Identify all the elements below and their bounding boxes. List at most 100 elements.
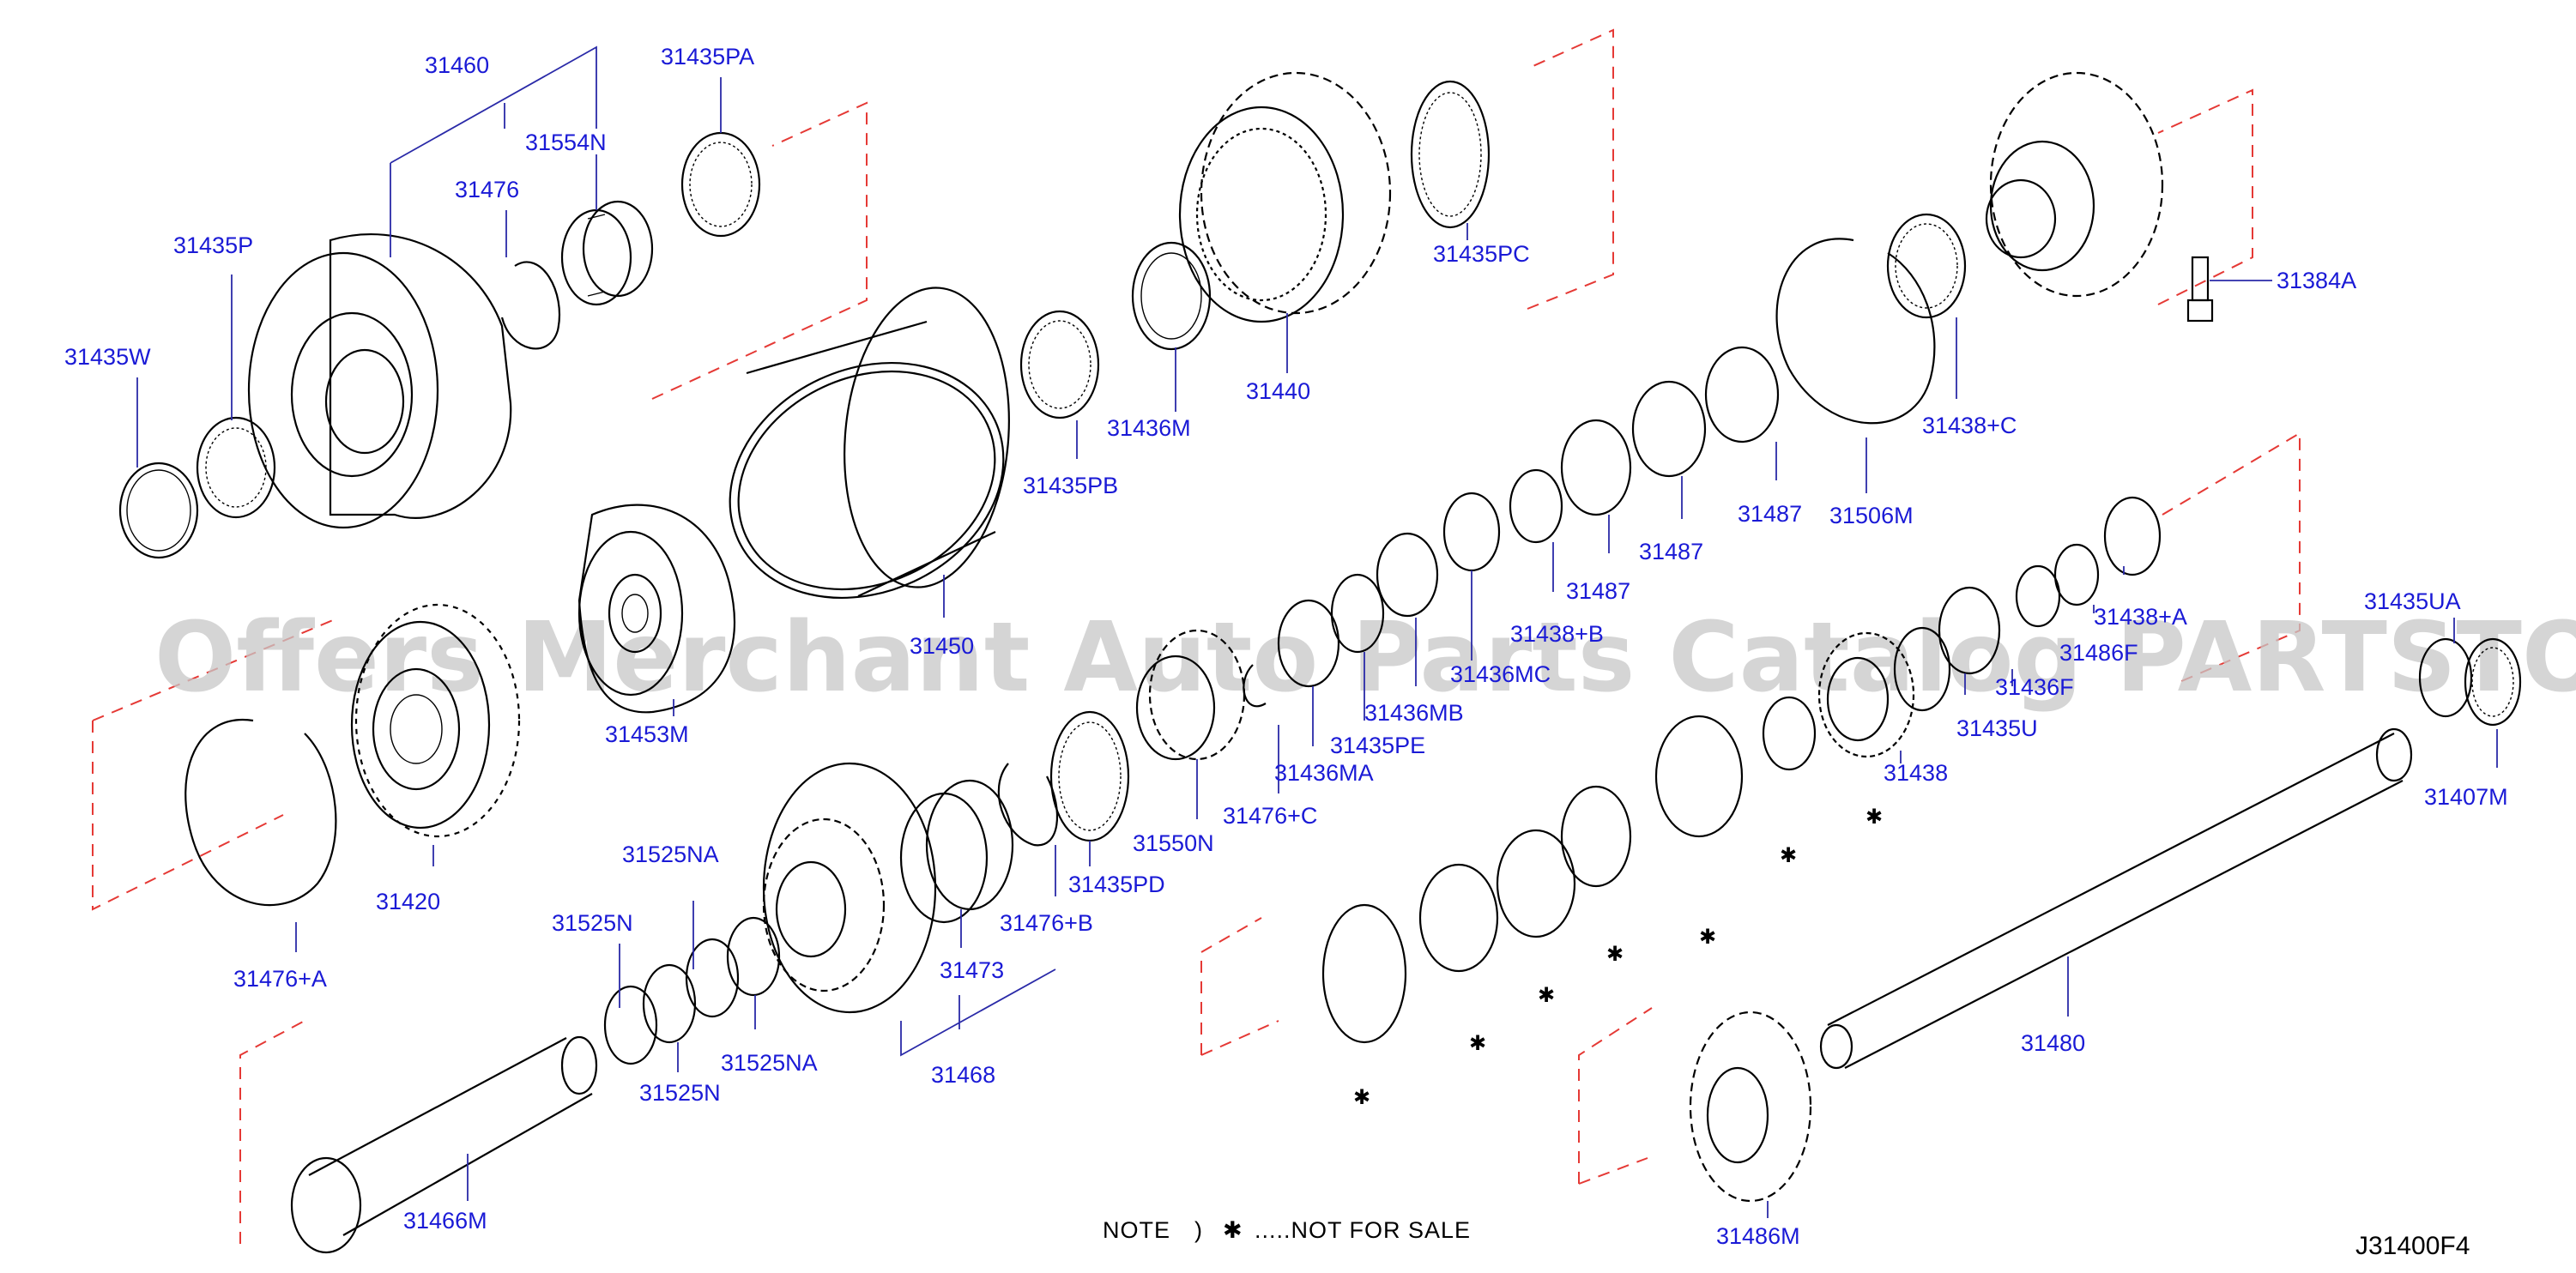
label-31438C: 31438+C (1922, 413, 2017, 438)
svg-text:✱: ✱ (1865, 805, 1883, 829)
part-31480-shaft (1819, 727, 2413, 1070)
part-ring-lower-1 (1560, 785, 1632, 888)
label-31435PC: 31435PC (1433, 241, 1530, 267)
label-31487-b: 31487 (1639, 539, 1703, 564)
label-31438B: 31438+B (1510, 621, 1604, 647)
label-31487-c: 31487 (1566, 578, 1630, 604)
part-31435PE-bearing (1330, 573, 1385, 654)
label-31436MC: 31436MC (1450, 661, 1551, 687)
label-31435PE: 31435PE (1330, 733, 1425, 758)
svg-text:✱: ✱ (1538, 983, 1555, 1007)
label-31450: 31450 (910, 633, 974, 659)
svg-text:✱: ✱ (1780, 843, 1797, 867)
label-31435PD: 31435PD (1068, 872, 1165, 897)
label-31486F: 31486F (2059, 640, 2138, 666)
label-31476C: 31476+C (1223, 803, 1317, 829)
note-text: .....NOT FOR SALE (1255, 1217, 1471, 1243)
svg-text:✱: ✱ (1606, 942, 1624, 966)
label-31436F: 31436F (1995, 674, 2074, 700)
label-31473: 31473 (940, 957, 1004, 983)
part-31525NA-ring-b (726, 916, 781, 997)
svg-text:✱: ✱ (1353, 1085, 1370, 1109)
label-31550N: 31550N (1133, 830, 1214, 856)
part-31525NA-ring-a (685, 938, 740, 1018)
label-31476B: 31476+B (1000, 910, 1093, 936)
label-31486M: 31486M (1716, 1223, 1800, 1249)
part-31486F-ring-b (2015, 564, 2061, 628)
part-31440-hub (1178, 71, 1392, 323)
label-31476A: 31476+A (233, 966, 327, 992)
part-31384A-bolt (2186, 256, 2214, 323)
part-31525N-ring-b (642, 963, 697, 1044)
watermark-text: Offers Merchant Auto Parts Catalog PARTS… (154, 602, 2576, 714)
leader-lines (136, 45, 2498, 1218)
assembly-guide-lines (92, 28, 2301, 1244)
label-31436M: 31436M (1107, 415, 1191, 441)
label-31525N-top: 31525N (552, 910, 633, 936)
label-31480: 31480 (2021, 1030, 2085, 1056)
label-31407M: 31407M (2424, 784, 2508, 810)
label-31435W: 31435W (64, 344, 151, 370)
part-31436F-bearing (1893, 626, 1951, 712)
label-31436MB: 31436MB (1364, 700, 1464, 726)
part-washer-lower (1321, 903, 1407, 1044)
svg-text:✱: ✱ (1469, 1031, 1486, 1055)
part-31450-drum (729, 287, 1010, 600)
part-31436MA-ring (1277, 599, 1340, 688)
svg-text:✱: ✱ (1699, 925, 1716, 949)
label-31438: 31438 (1884, 760, 1948, 786)
part-31476C-snapring (1243, 664, 1267, 708)
part-31476B-snapring (997, 763, 1059, 847)
part-31487-ring-c (1704, 346, 1780, 443)
part-31476-snapring (500, 261, 560, 350)
not-for-sale-markers: ✱ ✱ ✱ ✱ ✱ ✱ ✱ (1353, 805, 1883, 1109)
part-ring-lower-2 (1496, 829, 1576, 938)
part-31436MC-ring (1442, 492, 1501, 572)
label-31506M: 31506M (1829, 503, 1914, 528)
part-bearing-lower-1 (1762, 696, 1817, 771)
label-31384A: 31384A (2277, 268, 2356, 293)
part-31460-drum (247, 233, 512, 529)
label-31468: 31468 (931, 1062, 995, 1088)
part-31435PD-bearing (1049, 710, 1130, 842)
label-31476: 31476 (455, 177, 519, 202)
part-31453M-carrier (577, 504, 736, 714)
part-31468-gear (762, 762, 937, 1014)
part-31466M-shaft (290, 1035, 598, 1254)
label-31435UA: 31435UA (2364, 588, 2461, 614)
part-31435PB-bearing (1019, 310, 1100, 419)
label-31438A: 31438+A (2094, 604, 2187, 630)
part-31525N-ring-a (603, 985, 658, 1065)
part-31435UA-ring (2418, 637, 2473, 718)
part-31438A-bearing (2103, 496, 2162, 576)
part-31435PC-bearing (1410, 80, 1491, 229)
part-31438-assembly (1817, 631, 1915, 758)
part-bearing-race-lower (1654, 715, 1744, 838)
not-for-sale-star-icon: ✱ (1223, 1217, 1243, 1243)
label-31435PB: 31435PB (1023, 473, 1118, 498)
part-31554N-bearing (560, 200, 654, 306)
label-31460: 31460 (425, 52, 489, 78)
part-31473-bearing (899, 779, 1014, 924)
label-31420: 31420 (376, 889, 440, 914)
label-31435P: 31435P (173, 232, 253, 258)
part-31506M-snapring (1775, 238, 1936, 425)
label-31525N-bottom: 31525N (639, 1080, 721, 1106)
part-31420-gear (350, 603, 521, 838)
label-31435U: 31435U (1956, 715, 2038, 741)
part-labels: 31460 31435PA 31554N 31476 31435P 31435W… (64, 44, 2508, 1249)
part-31438C-bearing (1886, 213, 1967, 319)
note-paren: ) (1194, 1217, 1203, 1243)
label-31525NA-bottom: 31525NA (721, 1050, 818, 1076)
part-31435P-bearing (196, 416, 276, 519)
part-top-right-drum (1985, 71, 2164, 298)
part-31487-ring-a (1560, 419, 1632, 516)
part-31476A-snapring (184, 718, 337, 907)
part-ring-lower-3 (1418, 863, 1499, 973)
label-31453M: 31453M (605, 721, 689, 747)
part-31435W-ring (118, 462, 199, 559)
part-31435PA-bearing (680, 131, 761, 238)
note-prefix: NOTE (1103, 1217, 1170, 1243)
part-31438B-bearing (1509, 468, 1563, 544)
